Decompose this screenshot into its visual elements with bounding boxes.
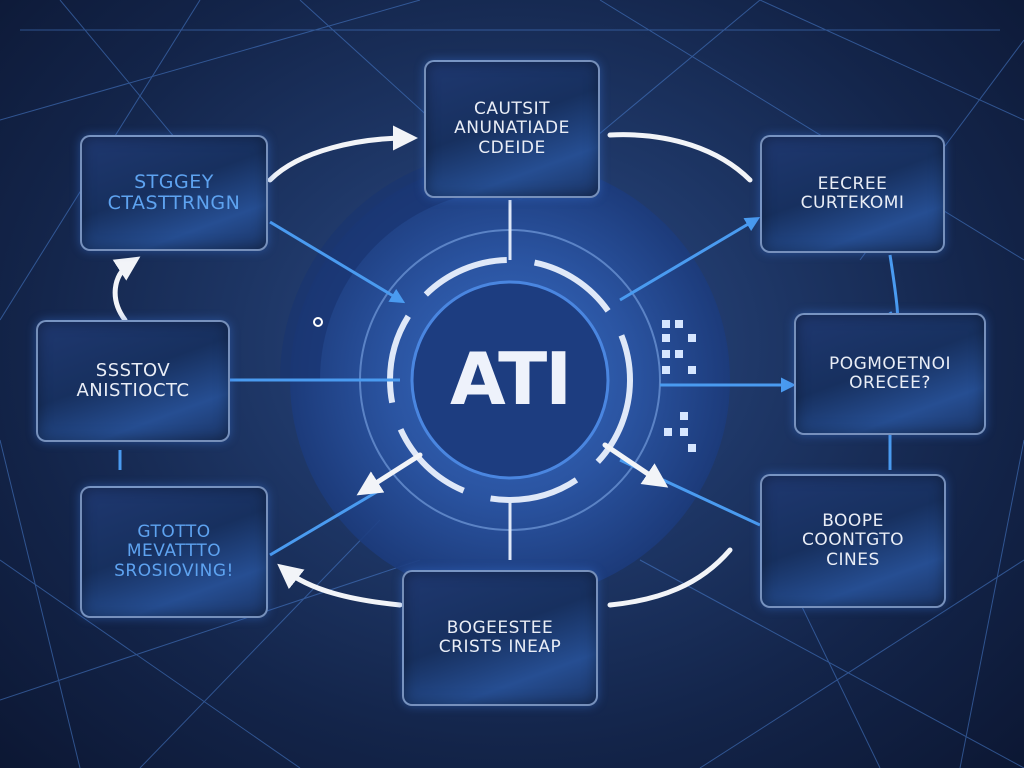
node-top-left[interactable]: STGGEY CTASTTRNGN <box>80 135 268 251</box>
node-mid-right[interactable]: POGMOETNOI ORECEE? <box>794 313 986 435</box>
node-top[interactable]: CAUTSIT ANUNATIADE CDEIDE <box>424 60 600 198</box>
node-mid-right-line-1: POGMOETNOI <box>828 353 952 374</box>
pixel-squares <box>662 320 696 452</box>
node-top-line-3: CDEIDE <box>478 137 546 158</box>
node-mid-left-line-1: SSSTOV <box>95 359 171 381</box>
center-ai-label: ATI <box>449 337 572 421</box>
node-bottom-right-line-2: COONTGTO <box>801 530 905 551</box>
arrow-top-right <box>607 132 753 183</box>
cycle-arrows <box>112 125 753 608</box>
node-top-left-line-1: STGGEY <box>134 170 214 193</box>
node-bottom-left-line-3: SROSIOVING! <box>114 560 234 581</box>
arrow-left <box>112 256 141 323</box>
arrow-center-right <box>602 442 669 488</box>
node-mid-left[interactable]: SSSTOV ANISTIOCTC <box>36 320 230 442</box>
node-top-line-2: ANUNATIADE <box>454 118 570 139</box>
arrow-center-left <box>356 452 423 496</box>
connector-bottom-left <box>269 488 381 557</box>
arrow-bottom-left <box>277 563 403 608</box>
node-bottom[interactable]: BOGEESTEE CRISTS INEAP <box>402 570 598 706</box>
node-top-right-line-1: EECREE <box>817 173 888 194</box>
node-bottom-left[interactable]: GTOTTO MEVATTTO SROSIOVING! <box>80 486 268 618</box>
node-bottom-right-line-1: BOOPE <box>822 511 884 532</box>
node-bottom-right-line-3: CINES <box>826 549 880 570</box>
node-top-right[interactable]: EECREE CURTEKOMI <box>760 135 945 253</box>
node-bottom-left-line-1: GTOTTO <box>137 522 211 543</box>
node-bottom-line-2: CRISTS INEAP <box>438 637 562 657</box>
node-bottom-right[interactable]: BOOPE COONTGTO CINES <box>760 474 946 608</box>
connector-top-left <box>269 220 406 304</box>
node-mid-right-line-2: ORECEE? <box>849 373 931 393</box>
node-bottom-left-line-2: MEVATTTO <box>126 541 222 562</box>
arrow-top-left <box>267 125 418 183</box>
arrow-bottom-right <box>607 547 733 608</box>
connector-top-right <box>619 216 761 302</box>
node-bottom-line-1: BOGEESTEE <box>446 617 554 638</box>
node-mid-left-line-2: ANISTIOCTC <box>76 380 190 401</box>
central-hub <box>280 150 730 600</box>
node-top-left-line-2: CTASTTRNGN <box>107 192 241 214</box>
node-top-line-1: CAUTSIT <box>473 99 550 120</box>
node-top-right-line-2: CURTEKOMI <box>800 193 905 213</box>
